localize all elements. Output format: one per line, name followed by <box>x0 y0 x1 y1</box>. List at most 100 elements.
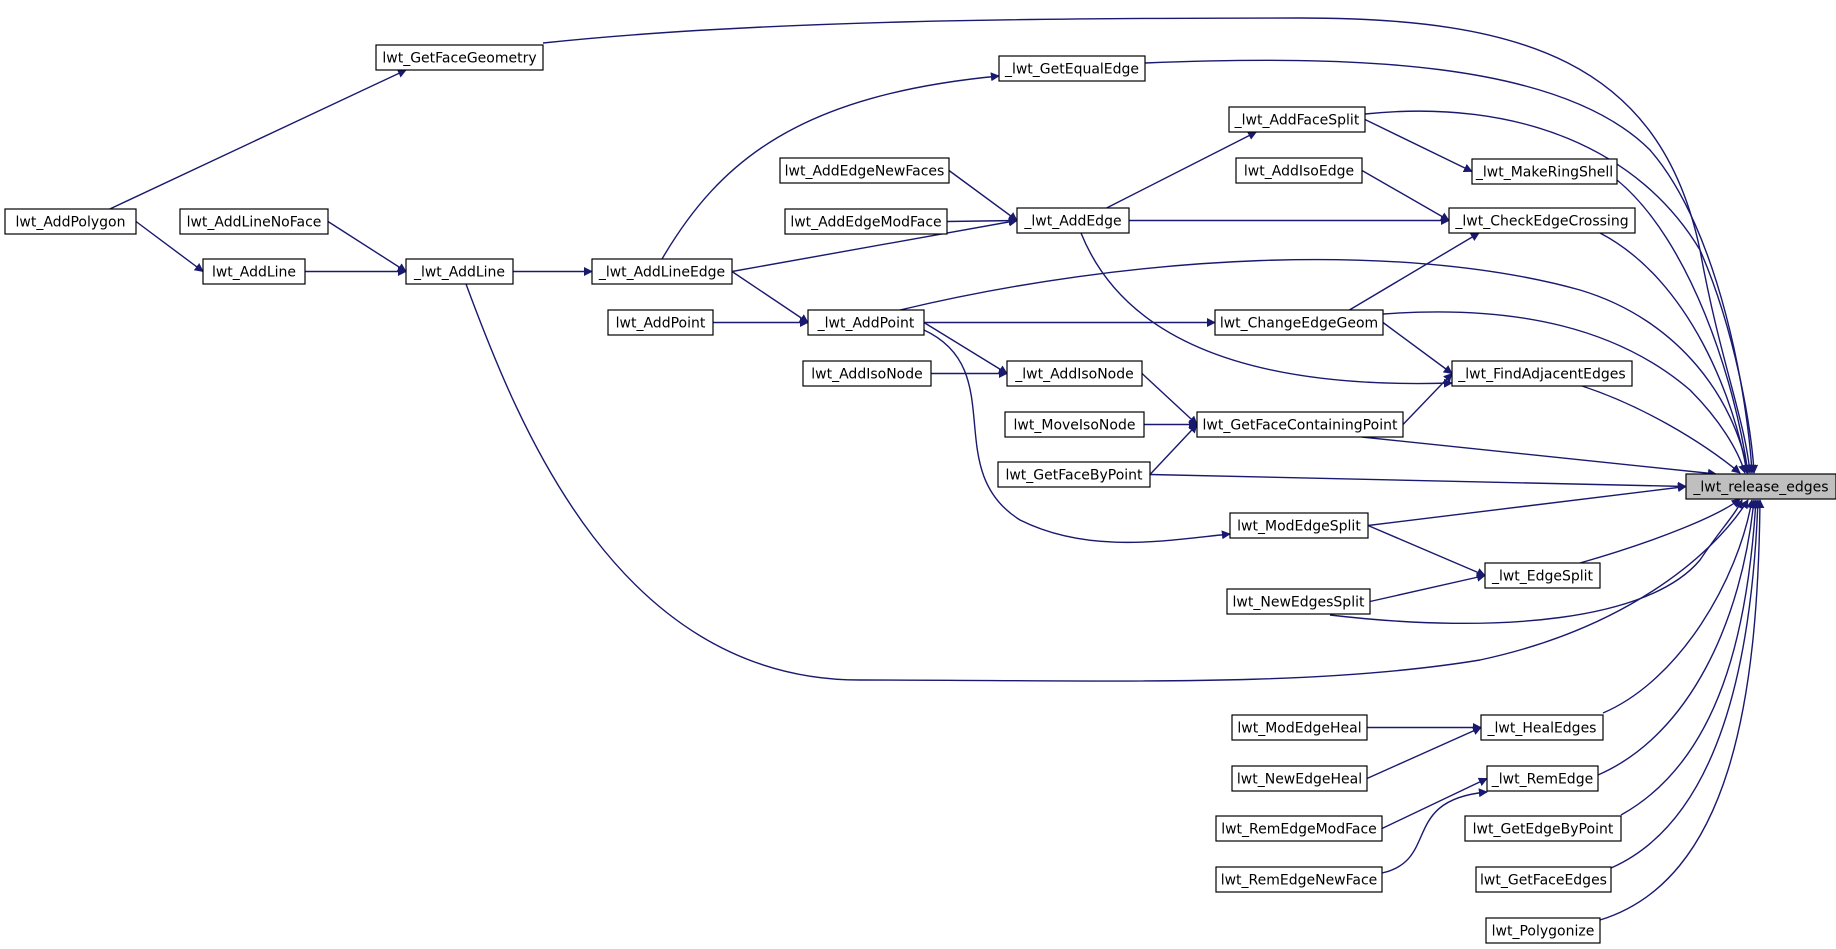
node-lwt-addfacesplit[interactable]: _lwt_AddFaceSplit <box>1228 106 1366 133</box>
node-lwt-getedgebypoint[interactable]: lwt_GetEdgeByPoint <box>1464 815 1622 842</box>
node-box <box>1196 411 1404 438</box>
edge-lwt_remedge-to-lwt_release_edges <box>1597 499 1758 776</box>
edge-lwt_addpolygon-to-lwt_addline <box>135 220 204 273</box>
node-box <box>1451 360 1633 387</box>
edge-lwt_getfacecontainingpoint-to-lwt_release_edges <box>1361 436 1717 478</box>
node-lwt-newedgeheal[interactable]: lwt_NewEdgeHeal <box>1231 765 1368 792</box>
edge-lwt_getfacebypoint-to-lwt_release_edges <box>1149 473 1687 491</box>
node-lwt-edgesplit[interactable]: _lwt_EdgeSplit <box>1484 562 1601 589</box>
node-box <box>1484 562 1601 589</box>
node-lwt-newedgessplit[interactable]: lwt_NewEdgesSplit <box>1226 588 1371 615</box>
edge-lwt_addedge-to-lwt_findadjacentedges <box>1080 232 1453 388</box>
node-lwt-remedge[interactable]: _lwt_RemEdge <box>1486 765 1599 792</box>
node-lwt-addisonode[interactable]: lwt_AddIsoNode <box>802 360 932 387</box>
node-lwt-remedgemodface[interactable]: lwt_RemEdgeModFace <box>1215 815 1383 842</box>
edge-lwt_makeringshell-to-lwt_release_edges <box>1616 179 1752 474</box>
node-lwt-release-edges[interactable]: _lwt_release_edges <box>1685 473 1836 500</box>
node-box <box>998 55 1146 82</box>
node-label: _lwt_AddPoint <box>817 316 915 332</box>
node-label: lwt_AddEdgeModFace <box>790 215 941 231</box>
node-box <box>1016 207 1130 234</box>
node-box <box>1485 917 1601 944</box>
node-box <box>1214 309 1384 336</box>
node-box <box>1231 714 1368 741</box>
node-lwt-modedgesplit[interactable]: lwt_ModEdgeSplit <box>1229 512 1369 539</box>
node-label: lwt_ModEdgeHeal <box>1237 721 1361 737</box>
node-label: lwt_GetFaceByPoint <box>1005 468 1143 484</box>
node-lwt-addpoint[interactable]: lwt_AddPoint <box>607 309 714 336</box>
node-label: _lwt_GetEqualEdge <box>1004 62 1139 78</box>
node-lwt-getfacecontainingpoint[interactable]: lwt_GetFaceContainingPoint <box>1196 411 1404 438</box>
node-label: _lwt_AddLineEdge <box>598 265 725 281</box>
node-lwt-addlinenoface[interactable]: lwt_AddLineNoFace <box>179 208 329 235</box>
node-lwt-modedgeheal[interactable]: lwt_ModEdgeHeal <box>1231 714 1368 741</box>
node-box <box>1231 765 1368 792</box>
node-box <box>1004 411 1145 438</box>
node-box <box>405 258 514 285</box>
edge-lwt_addedge-to-lwt_addfacesplit <box>1106 131 1258 209</box>
edge-lwt_healedges-to-lwt_release_edges <box>1602 499 1756 714</box>
edge-lwt_addlinenoface-to-lwt_addline <box>327 220 407 273</box>
edge-lwt_addlineedge-to-lwt_addpoint <box>731 270 809 324</box>
edge-lwt_remedgemodface-to-lwt_remedge <box>1381 777 1488 830</box>
node-box <box>997 461 1151 488</box>
node-box <box>1448 207 1636 234</box>
node-label: lwt_AddPolygon <box>16 215 126 231</box>
edge-lwt_addisonode-to-lwt_getfacecontainingpoint <box>1141 372 1198 426</box>
node-lwt-getfaceedges[interactable]: lwt_GetFaceEdges <box>1475 866 1612 893</box>
node-label: lwt_RemEdgeModFace <box>1221 822 1377 838</box>
edge-lwt_getfacegeometry-to-lwt_release_edges <box>542 17 1754 474</box>
node-lwt-getfacebypoint[interactable]: lwt_GetFaceByPoint <box>997 461 1151 488</box>
node-lwt-makeringshell[interactable]: _lwt_MakeRingShell <box>1471 158 1618 185</box>
node-lwt-addisonode[interactable]: _lwt_AddIsoNode <box>1006 360 1143 387</box>
node-label: lwt_GetFaceEdges <box>1480 873 1607 889</box>
node-label: lwt_AddIsoNode <box>811 367 922 383</box>
node-lwt-addlineedge[interactable]: _lwt_AddLineEdge <box>591 258 733 285</box>
node-lwt-getfacegeometry[interactable]: lwt_GetFaceGeometry <box>375 44 544 71</box>
node-label: _lwt_AddFaceSplit <box>1234 113 1360 129</box>
node-lwt-addedgenewfaces[interactable]: lwt_AddEdgeNewFaces <box>779 157 950 184</box>
edge-lwt_addline-to-lwt_release_edges <box>465 283 1749 682</box>
node-label: lwt_NewEdgesSplit <box>1233 595 1365 611</box>
node-box <box>1685 473 1836 500</box>
node-lwt-getequaledge[interactable]: _lwt_GetEqualEdge <box>998 55 1146 82</box>
node-box <box>202 258 306 285</box>
edge-lwt_changeedgegeom-to-lwt_release_edges <box>1382 311 1747 474</box>
node-lwt-healedges[interactable]: _lwt_HealEdges <box>1480 714 1604 741</box>
edge-lwt_changeedgegeom-to-lwt_findadjacentedges <box>1382 321 1453 375</box>
node-lwt-changeedgegeom[interactable]: lwt_ChangeEdgeGeom <box>1214 309 1384 336</box>
node-lwt-addpoint[interactable]: _lwt_AddPoint <box>807 309 925 336</box>
edge-lwt_getfacebypoint-to-lwt_getfacecontainingpoint <box>1149 423 1198 475</box>
node-box <box>375 44 544 71</box>
edge-lwt_getedgebypoint-to-lwt_release_edges <box>1620 499 1760 816</box>
edge-lwt_addedgemodface-to-lwt_addedge <box>946 216 1018 226</box>
edge-lwt_polygonize-to-lwt_release_edges <box>1599 499 1765 921</box>
node-lwt-findadjacentedges[interactable]: _lwt_FindAdjacentEdges <box>1451 360 1633 387</box>
edge-lwt_modedgesplit-to-lwt_edgesplit <box>1367 524 1486 577</box>
edge-lwt_addlineedge-to-lwt_getequaledge <box>661 72 1000 260</box>
edge-lwt_addfacesplit-to-lwt_makeringshell <box>1364 118 1473 173</box>
edge-lwt_changeedgegeom-to-lwt_checkedgecrossing <box>1349 232 1480 311</box>
node-label: lwt_GetEdgeByPoint <box>1473 822 1614 838</box>
node-label: lwt_AddLine <box>212 265 296 281</box>
node-label: lwt_GetFaceContainingPoint <box>1203 418 1398 434</box>
node-lwt-remedgenewface[interactable]: lwt_RemEdgeNewFace <box>1215 866 1383 893</box>
node-label: lwt_ModEdgeSplit <box>1237 519 1361 535</box>
edge-lwt_addedgenewfaces-to-lwt_addedge <box>948 169 1018 222</box>
node-lwt-moveisonode[interactable]: lwt_MoveIsoNode <box>1004 411 1145 438</box>
node-lwt-addline[interactable]: _lwt_AddLine <box>405 258 514 285</box>
node-box <box>1235 157 1363 184</box>
node-lwt-addedge[interactable]: _lwt_AddEdge <box>1016 207 1130 234</box>
node-lwt-polygonize[interactable]: lwt_Polygonize <box>1485 917 1601 944</box>
node-lwt-addpolygon[interactable]: lwt_AddPolygon <box>4 208 137 235</box>
edge-lwt_modedgesplit-to-lwt_release_edges <box>1367 483 1687 527</box>
node-label: _lwt_HealEdges <box>1487 721 1597 737</box>
node-lwt-addline[interactable]: lwt_AddLine <box>202 258 306 285</box>
node-box <box>1228 106 1366 133</box>
edge-lwt_getfaceedges-to-lwt_release_edges <box>1610 499 1763 869</box>
node-lwt-checkedgecrossing[interactable]: _lwt_CheckEdgeCrossing <box>1448 207 1636 234</box>
node-lwt-addedgemodface[interactable]: lwt_AddEdgeModFace <box>784 208 948 235</box>
node-lwt-addisoedge[interactable]: lwt_AddIsoEdge <box>1235 157 1363 184</box>
node-label: lwt_AddEdgeNewFaces <box>785 164 945 180</box>
